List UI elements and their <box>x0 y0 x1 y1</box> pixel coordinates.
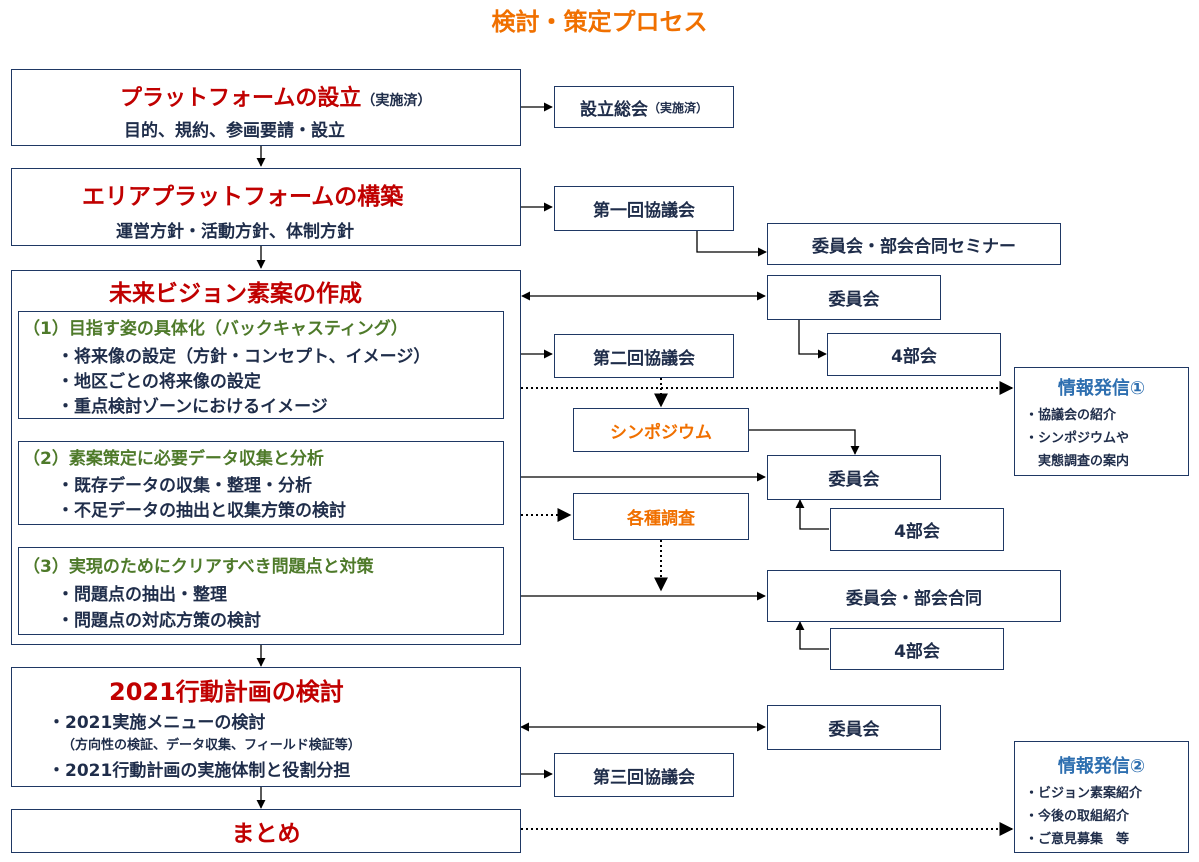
info-release-1: 情報発信① ・協議会の紹介 ・シンポジウムや 実態調査の案内 <box>1014 367 1189 476</box>
founding-note: （実施済） <box>647 100 708 115</box>
substep-1: （1）目指す姿の具体化（バックキャスティング） ・将来像の設定（方針・コンセプト… <box>18 311 504 419</box>
step-summary: まとめ <box>11 809 521 853</box>
substep1-item: ・将来像の設定（方針・コンセプト、イメージ） <box>57 347 431 367</box>
diagram-title: 検討・策定プロセス <box>491 8 708 36</box>
founding-meeting-box: 設立総会（実施済） <box>554 86 734 128</box>
info1-item: ・協議会の紹介 <box>1025 408 1117 423</box>
step4-item1-note: （方向性の検証、データ収集、フィールド検証等） <box>62 738 361 753</box>
bukai2-box: 4部会 <box>830 508 1004 551</box>
council2-box: 第二回協議会 <box>554 334 734 378</box>
step4-item2: ・2021行動計画の実施体制と役割分担 <box>48 761 351 781</box>
substep2-item: ・既存データの収集・整理・分析 <box>57 476 312 496</box>
council1-label: 第一回協議会 <box>593 201 695 221</box>
substep3-title: （3）実現のためにクリアすべき問題点と対策 <box>23 557 374 577</box>
arrow-bukai1 <box>798 320 827 359</box>
step1-sub: 目的、規約、参画要請・設立 <box>124 121 345 141</box>
committee1-box: 委員会 <box>767 275 941 320</box>
symposium-box: シンポジウム <box>573 408 749 452</box>
substep2-title: （2）素案策定に必要データ収集と分析 <box>23 449 324 469</box>
joint-seminar-label: 委員会・部会合同セミナー <box>812 236 1016 257</box>
substep2-item: ・不足データの抽出と収集方策の検討 <box>57 501 346 521</box>
committee1-label: 委員会 <box>828 290 880 310</box>
council1-box: 第一回協議会 <box>554 186 734 231</box>
step1-title: プラットフォームの設立 <box>120 86 362 111</box>
substep1-title: （1）目指す姿の具体化（バックキャスティング） <box>23 319 408 339</box>
step5-title: まとめ <box>231 821 301 847</box>
substep3-item: ・問題点の対応方策の検討 <box>57 611 261 631</box>
symposium-label: シンポジウム <box>610 422 712 443</box>
joint-seminar-box: 委員会・部会合同セミナー <box>767 223 1061 265</box>
info-release-2: 情報発信② ・ビジョン素案紹介 ・今後の取組紹介 ・ご意見募集 等 <box>1014 741 1189 853</box>
bukai3-box: 4部会 <box>830 628 1004 670</box>
step4-item1: ・2021実施メニューの検討 <box>48 713 266 733</box>
arrow-bukai3 <box>795 621 829 650</box>
surveys-box: 各種調査 <box>573 493 749 540</box>
bukai1-label: 4部会 <box>891 347 937 367</box>
bukai3-label: 4部会 <box>894 641 940 662</box>
arrow-symposium-committee <box>749 429 860 455</box>
step3-title: 未来ビジョン素案の作成 <box>109 281 362 307</box>
substep1-item: ・重点検討ゾーンにおけるイメージ <box>57 397 328 417</box>
substep3-item: ・問題点の抽出・整理 <box>57 585 227 605</box>
step-action-plan: 2021行動計画の検討 ・2021実施メニューの検討 （方向性の検証、データ収集… <box>11 667 521 787</box>
info1-item: ・シンポジウムや <box>1025 431 1130 446</box>
substep-3: （3）実現のためにクリアすべき問題点と対策 ・問題点の抽出・整理 ・問題点の対応… <box>18 547 504 635</box>
info2-item: ・ビジョン素案紹介 <box>1025 786 1143 801</box>
info2-title: 情報発信② <box>1057 756 1146 777</box>
joint-meeting-box: 委員会・部会合同 <box>767 570 1061 622</box>
step2-title: エリアプラットフォームの構築 <box>82 184 404 210</box>
committee2-label: 委員会 <box>828 470 880 490</box>
committee2-box: 委員会 <box>767 455 941 500</box>
info1-title: 情報発信① <box>1057 378 1146 399</box>
arrow-bukai2 <box>795 499 829 530</box>
info2-item: ・ご意見募集 等 <box>1025 832 1130 847</box>
step2-sub: 運営方針・活動方針、体制方針 <box>116 222 354 242</box>
step-area-platform: エリアプラットフォームの構築 運営方針・活動方針、体制方針 <box>11 168 521 246</box>
council2-label: 第二回協議会 <box>593 348 695 369</box>
committee3-label: 委員会 <box>828 720 880 740</box>
info1-item: 実態調査の案内 <box>1025 454 1130 469</box>
bukai2-label: 4部会 <box>894 522 940 542</box>
bukai1-box: 4部会 <box>827 333 1001 376</box>
step1-note: （実施済） <box>361 93 432 109</box>
founding-label: 設立総会 <box>579 99 648 120</box>
substep1-item: ・地区ごとの将来像の設定 <box>57 372 261 392</box>
council3-box: 第三回協議会 <box>554 753 734 797</box>
substep-2: （2）素案策定に必要データ収集と分析 ・既存データの収集・整理・分析 ・不足デー… <box>18 441 504 525</box>
joint-meeting-label: 委員会・部会合同 <box>846 588 982 609</box>
step-platform-establishment: プラットフォームの設立（実施済） 目的、規約、参画要請・設立 <box>11 69 521 146</box>
step4-title: 2021行動計画の検討 <box>109 678 344 706</box>
info2-item: ・今後の取組紹介 <box>1025 809 1130 824</box>
committee3-box: 委員会 <box>767 705 941 750</box>
surveys-label: 各種調査 <box>627 509 695 529</box>
arrow-seminar <box>696 231 767 257</box>
council3-label: 第三回協議会 <box>593 767 695 788</box>
